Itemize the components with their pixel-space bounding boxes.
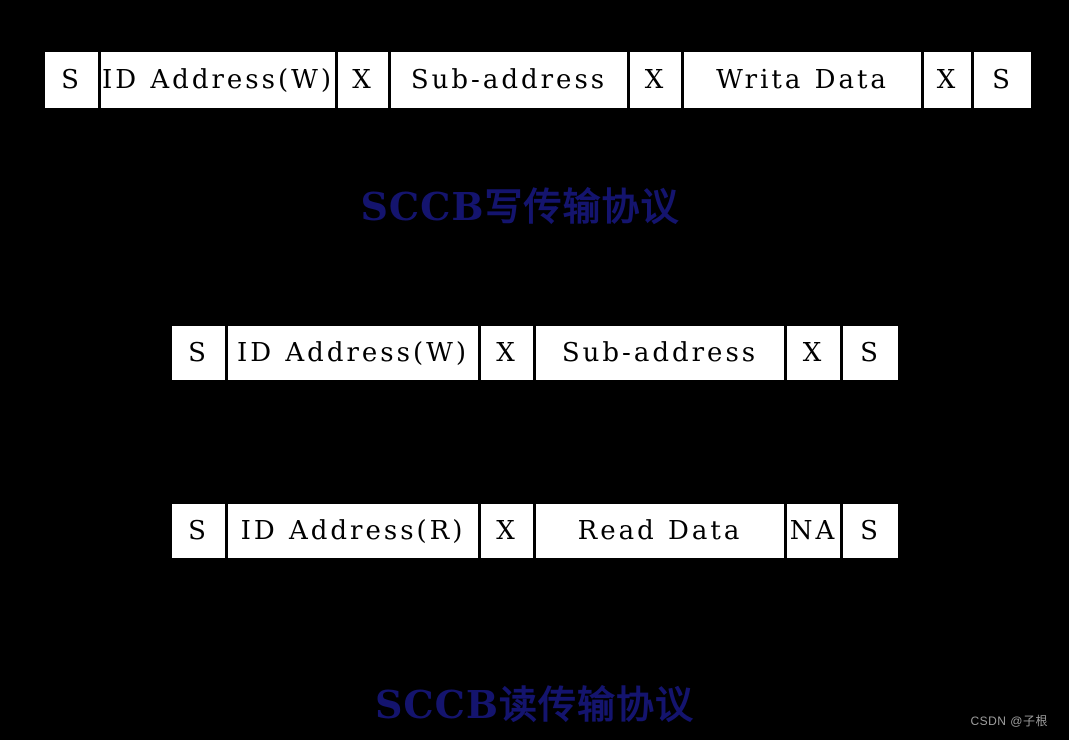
cell-stop: S [843,504,898,558]
cell-start: S [45,52,98,108]
cell-stop: S [843,326,898,380]
cell-id-address-w: ID Address(W) [228,326,478,380]
cell-stop: S [974,52,1031,108]
cell-start: S [172,504,225,558]
csdn-watermark: CSDN @子根 [970,714,1048,728]
cell-ack-x: X [787,326,840,380]
cell-start: S [172,326,225,380]
cell-write-data: Writa Data [684,52,921,108]
cell-ack-x: X [481,326,533,380]
cell-ack-x: X [924,52,971,108]
sccb-write-protocol-title: SCCB写传输协议 [360,184,680,229]
cell-read-data: Read Data [536,504,784,558]
cell-ack-x: X [338,52,388,108]
sccb-read-protocol-title: SCCB读传输协议 [374,682,695,727]
cell-sub-address: Sub-address [536,326,784,380]
cell-id-address-r: ID Address(R) [228,504,478,558]
cell-nack-na: NA [787,504,840,558]
sccb-read-protocol-phase1-row: S ID Address(W) X Sub-address X S [172,326,898,380]
cell-id-address-w: ID Address(W) [101,52,335,108]
cell-sub-address: Sub-address [391,52,627,108]
sccb-read-protocol-phase2-row: S ID Address(R) X Read Data NA S [172,504,898,558]
sccb-write-protocol-row: S ID Address(W) X Sub-address X Writa Da… [45,52,1031,108]
cell-ack-x: X [481,504,533,558]
cell-ack-x: X [630,52,681,108]
